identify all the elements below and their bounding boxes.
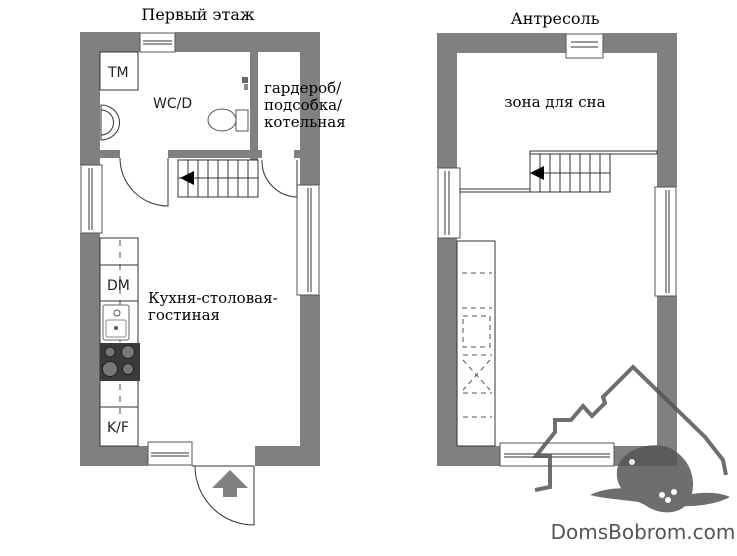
toilet-icon [207, 108, 249, 132]
domsbobrom-logo [531, 364, 730, 513]
logo-paw-icon [659, 489, 677, 503]
mezzanine-plan: Антресоль [437, 9, 677, 467]
ground-floor-labels: TM WC/D гардероб/ подсобка/ котельная Ку… [107, 65, 346, 436]
stove-icon [100, 343, 140, 381]
washbasin-icon [100, 104, 120, 141]
label-wc: WC/D [153, 96, 192, 112]
washbasin-inner-icon [100, 109, 114, 136]
stairs-arrow-icon [530, 166, 544, 180]
kitchen-counter-below [456, 240, 496, 447]
label-tm: TM [107, 65, 129, 81]
mezzanine-windows [437, 33, 677, 467]
kitchen-sink-icon [102, 304, 130, 341]
label-closet-2: подсобка/ [264, 96, 343, 114]
shower-icon [242, 77, 248, 90]
entrance-arrow-icon [212, 470, 248, 497]
label-closet-1: гардероб/ [264, 79, 342, 97]
ground-floor-walls [80, 32, 320, 466]
ground-floor-doors [119, 157, 298, 526]
ground-floor-stairs [177, 159, 259, 198]
ground-floor-windows [80, 32, 320, 466]
kitchen-counter [99, 237, 140, 447]
watermark-text: DomsBobrom.com [551, 520, 736, 544]
label-closet-3: котельная [264, 113, 346, 131]
label-sleep-zone: зона для сна [504, 93, 605, 111]
house-outline-icon [531, 364, 728, 492]
label-kitchen-2: гостиная [148, 306, 220, 324]
mezzanine-stairs [529, 153, 611, 193]
bathroom-fixtures [99, 51, 249, 141]
ground-floor-plan: Первый этаж [80, 5, 346, 526]
mezzanine-walls [437, 33, 677, 466]
label-dm: DM [107, 278, 130, 294]
label-kf: K/F [107, 420, 129, 436]
beaver-icon [590, 445, 730, 513]
label-kitchen-1: Кухня-столовая- [148, 289, 278, 307]
ground-floor-title: Первый этаж [141, 5, 255, 24]
stairs-arrow-icon [180, 171, 194, 185]
mezzanine-title: Антресоль [511, 9, 600, 28]
mezzanine-railing [459, 150, 658, 193]
